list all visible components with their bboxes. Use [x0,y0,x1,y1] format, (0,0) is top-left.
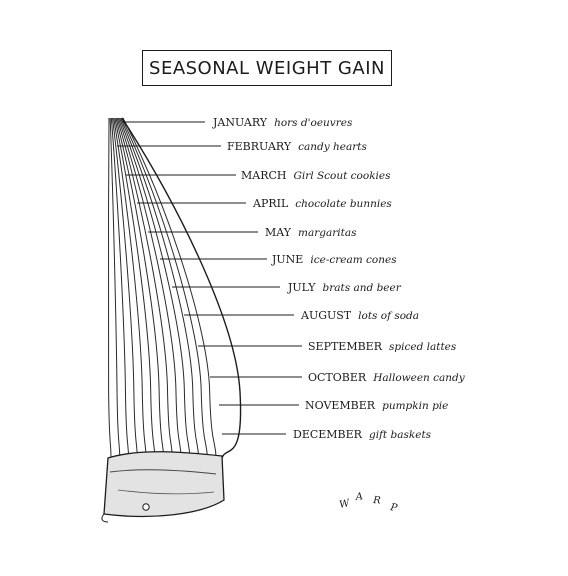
month-item: margaritas [298,227,357,239]
month-label: MAY margaritas [265,226,357,239]
button-icon [142,503,150,511]
month-item: brats and beer [323,282,402,294]
month-label: DECEMBER gift baskets [293,428,432,441]
signature-letter: W [338,498,351,511]
month-name: APRIL [252,197,289,210]
month-label: MARCH Girl Scout cookies [241,169,391,182]
month-name: SEPTEMBER [308,340,383,353]
month-name: DECEMBER [293,428,363,441]
month-item: Girl Scout cookies [294,170,392,182]
cuff-band [103,451,225,518]
signature-letter: P [388,502,398,514]
month-label: OCTOBER Halloween candy [308,371,466,384]
month-label: FEBRUARY candy hearts [227,140,367,153]
month-item: hors d'oeuvres [274,117,353,129]
title-text: SEASONAL WEIGHT GAIN [149,57,385,79]
month-label: JANUARY hors d'oeuvres [212,116,353,129]
cuff-fold [109,469,217,475]
pant-stripe [113,117,147,459]
signature-letter: R [372,495,382,507]
pant-stripe [120,117,199,459]
pant-stripe [115,117,164,459]
month-item: candy hearts [298,141,367,153]
leader-lines [117,121,302,435]
pant-stripe [110,117,129,459]
pant-stripe [119,117,191,459]
month-name: OCTOBER [308,371,367,384]
month-name: JANUARY [212,116,268,129]
cuff-fold [117,489,215,495]
month-item: Halloween candy [372,372,466,384]
pant-outline [121,117,242,459]
month-item: chocolate bunnies [295,198,392,210]
cuff-edge [101,513,109,523]
month-item: pumpkin pie [382,400,448,412]
month-label: APRIL chocolate bunnies [252,197,392,210]
month-label: NOVEMBER pumpkin pie [305,399,448,412]
month-item: spiced lattes [389,341,457,353]
month-name: FEBRUARY [227,140,292,153]
month-name: AUGUST [300,309,352,322]
month-item: gift baskets [369,429,432,441]
month-label: AUGUST lots of soda [300,309,419,322]
month-name: JUNE [271,253,303,266]
pant-stripes [107,117,242,459]
month-label: JUNE ice-cream cones [271,253,397,266]
pant-stripe [116,117,173,459]
month-name: MAY [265,226,292,239]
month-label: SEPTEMBER spiced lattes [308,340,457,353]
rolled-cuff [101,451,225,523]
pant-stripe [109,117,121,459]
month-label: JULY brats and beer [287,281,402,294]
month-name: MARCH [241,169,287,182]
month-item: lots of soda [358,310,419,322]
pant-stripe [112,117,138,459]
pant-stripe [114,117,156,459]
month-name: NOVEMBER [305,399,376,412]
month-item: ice-cream cones [310,254,397,266]
signature-letter: A [354,491,363,503]
month-name: JULY [287,281,316,294]
title-box: SEASONAL WEIGHT GAIN [142,50,392,86]
pant-stripe [121,117,208,459]
pant-stripe [122,117,217,459]
pant-stripe [117,117,182,459]
pant-stripe [107,117,112,459]
